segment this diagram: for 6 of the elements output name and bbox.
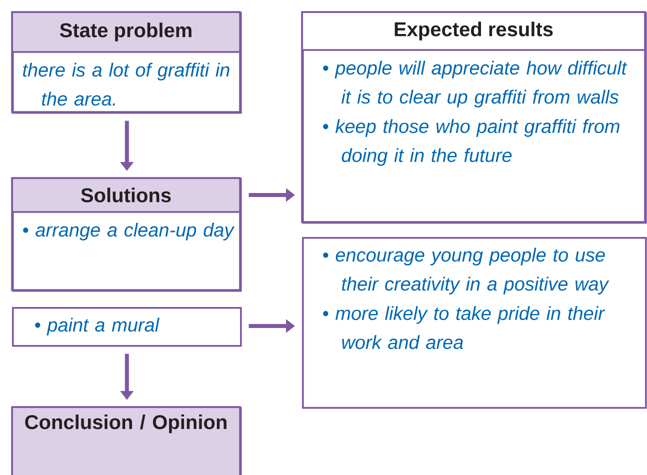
text-box: Conclusion / Opinion xyxy=(11,406,242,475)
text-box: State problem there is a lot of graffiti in the area. xyxy=(11,11,242,114)
text-box: • paint a mural xyxy=(12,307,242,347)
text-box: Solutions • arrange a clean-up day xyxy=(11,177,242,292)
text-box: • encourage young people to use their creativity in a positive way • more likely to take pride in their work and area xyxy=(302,237,647,409)
text-box: Expected results • people will appreciate how difficult it is to clear up graffiti from walls • keep those who paint graffiti from doing it in the future xyxy=(301,11,647,224)
